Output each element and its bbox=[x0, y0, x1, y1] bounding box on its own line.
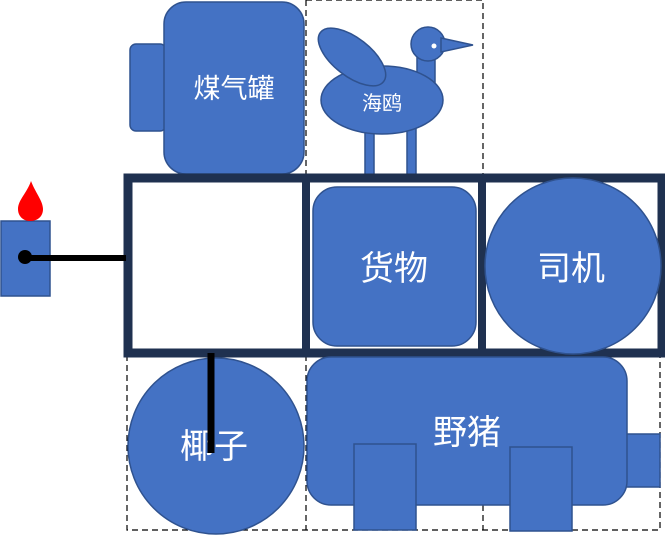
boar-label: 野猪 bbox=[433, 413, 501, 453]
coconut: 椰子 bbox=[127, 353, 305, 535]
driver: 司机 bbox=[484, 177, 662, 355]
seagull: 海鸥 bbox=[317, 26, 474, 179]
driver-circle bbox=[484, 177, 662, 355]
seagull-beak bbox=[440, 37, 474, 53]
gas-tank-label: 煤气罐 bbox=[194, 74, 275, 105]
gas-tank-handle bbox=[129, 43, 167, 132]
gas-tank: 煤气罐 bbox=[129, 1, 305, 175]
seagull-eye bbox=[431, 43, 437, 49]
boar-leg-front bbox=[353, 443, 417, 531]
burner-pivot bbox=[18, 250, 32, 264]
boar: 野猪 bbox=[306, 356, 661, 532]
seagull-head bbox=[410, 26, 446, 62]
boar-snout bbox=[625, 433, 661, 488]
cargo: 货物 bbox=[312, 186, 477, 347]
seagull-label: 海鸥 bbox=[362, 91, 402, 115]
cargo-box bbox=[312, 186, 477, 347]
cargo-label: 货物 bbox=[360, 249, 428, 289]
flame-icon bbox=[18, 181, 43, 221]
boar-leg-back bbox=[509, 446, 573, 532]
driver-label: 司机 bbox=[537, 249, 605, 289]
seagull-wing bbox=[317, 27, 387, 87]
coconut-circle bbox=[127, 357, 305, 535]
burner bbox=[0, 181, 126, 297]
